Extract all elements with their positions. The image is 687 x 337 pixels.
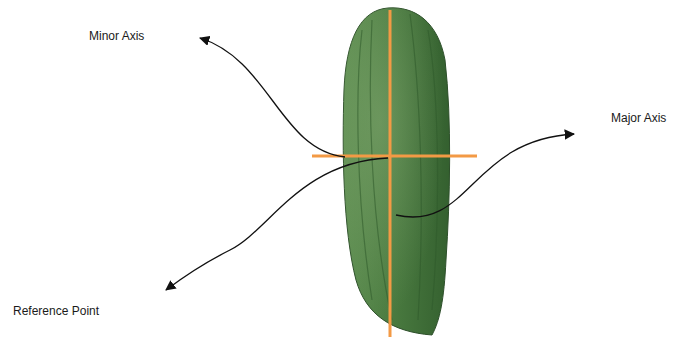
mango-highlight (343, 8, 449, 335)
axis-label: Major Axis (610, 111, 667, 125)
mango-body (343, 8, 449, 335)
leader-arrow (200, 38, 345, 157)
axis-label: Reference Point (12, 304, 100, 318)
major-axis-line (389, 10, 392, 337)
axis-label: Minor Axis (88, 29, 145, 43)
leader-arrow (166, 158, 388, 290)
mango-texture (358, 14, 438, 320)
leader-arrow (396, 134, 574, 217)
